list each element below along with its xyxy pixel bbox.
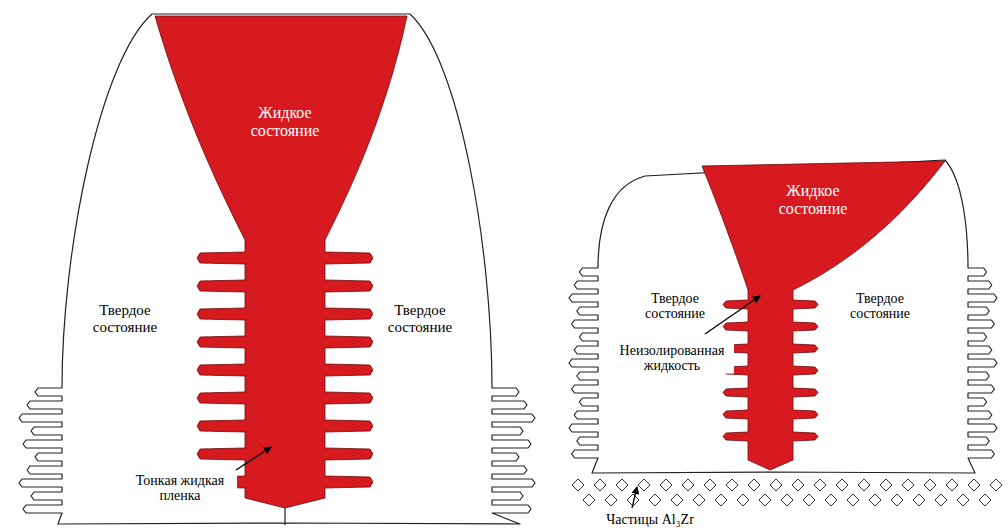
particle bbox=[946, 479, 958, 491]
region-label: Твердое состояние bbox=[835, 291, 925, 322]
particle bbox=[781, 494, 793, 506]
particle bbox=[990, 479, 1002, 491]
region-label: Твердое состояние bbox=[78, 302, 172, 335]
region-label: Твердое состояние bbox=[373, 302, 467, 335]
particle bbox=[979, 494, 991, 506]
particle bbox=[792, 479, 804, 491]
particle bbox=[704, 479, 716, 491]
particles bbox=[572, 479, 1002, 506]
region-label: Твердое состояние bbox=[630, 291, 720, 322]
particle bbox=[759, 494, 771, 506]
particle bbox=[649, 494, 661, 506]
particle bbox=[605, 494, 617, 506]
particle bbox=[891, 494, 903, 506]
leader-line bbox=[632, 487, 637, 508]
particle bbox=[594, 479, 606, 491]
particle bbox=[616, 479, 628, 491]
particle bbox=[924, 479, 936, 491]
particle bbox=[814, 479, 826, 491]
liquid-region bbox=[155, 16, 407, 508]
grain-boundary bbox=[284, 508, 285, 525]
particle bbox=[682, 479, 694, 491]
particle bbox=[715, 494, 727, 506]
particle bbox=[671, 494, 683, 506]
particle bbox=[583, 494, 595, 506]
particle bbox=[836, 479, 848, 491]
particle bbox=[869, 494, 881, 506]
region-label: Неизолированная жидкость bbox=[610, 343, 734, 374]
particle bbox=[935, 494, 947, 506]
particle bbox=[737, 494, 749, 506]
particle bbox=[913, 494, 925, 506]
particle bbox=[858, 479, 870, 491]
liquid-region bbox=[702, 161, 945, 470]
particle bbox=[880, 479, 892, 491]
particle bbox=[968, 479, 980, 491]
particle bbox=[748, 479, 760, 491]
particle bbox=[825, 494, 837, 506]
particle bbox=[803, 494, 815, 506]
solid-grains-outline bbox=[19, 14, 535, 524]
particle bbox=[847, 494, 859, 506]
particle bbox=[693, 494, 705, 506]
particle bbox=[572, 479, 584, 491]
region-label: Жидкое состояние bbox=[240, 104, 330, 139]
particle bbox=[726, 479, 738, 491]
leader-line bbox=[236, 447, 271, 470]
particle bbox=[902, 479, 914, 491]
particle bbox=[660, 479, 672, 491]
region-label: Жидкое состояние bbox=[768, 182, 858, 217]
solid-grains-outline bbox=[569, 160, 997, 473]
region-label: Частицы Al₃Zr bbox=[575, 512, 725, 527]
region-label: Тонкая жидкая пленка bbox=[123, 473, 237, 504]
particle bbox=[638, 479, 650, 491]
particle bbox=[770, 479, 782, 491]
particle bbox=[957, 494, 969, 506]
